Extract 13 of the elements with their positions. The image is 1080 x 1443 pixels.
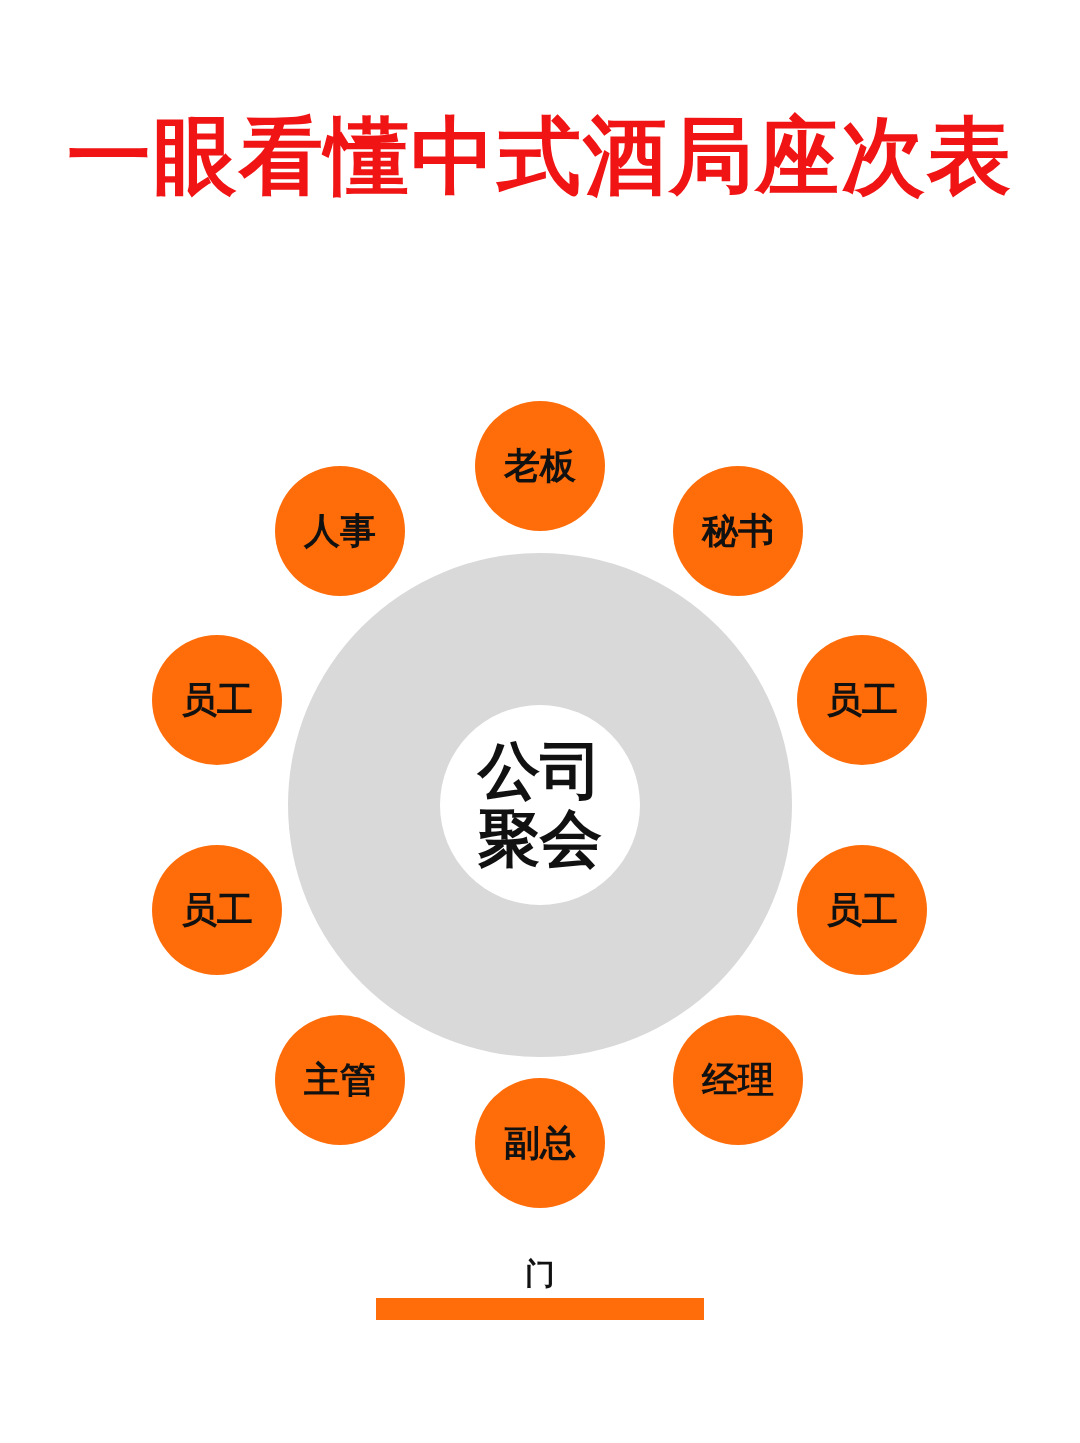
seat-label: 老板 — [504, 443, 576, 488]
seat-label: 员工 — [181, 677, 253, 722]
seat-label: 员工 — [826, 677, 898, 722]
seat-label: 员工 — [181, 887, 253, 932]
seat-label: 副总 — [504, 1120, 576, 1165]
table-label: 公司聚会 — [476, 737, 603, 873]
seat-label: 秘书 — [702, 508, 774, 553]
seat-label: 人事 — [304, 508, 376, 553]
title: 一眼看懂中式酒局座次表 — [66, 106, 1014, 207]
seat-label: 员工 — [826, 887, 898, 932]
door-label: 门 — [525, 1256, 555, 1292]
seat-label: 主管 — [304, 1057, 376, 1102]
seat-label: 经理 — [702, 1057, 774, 1102]
